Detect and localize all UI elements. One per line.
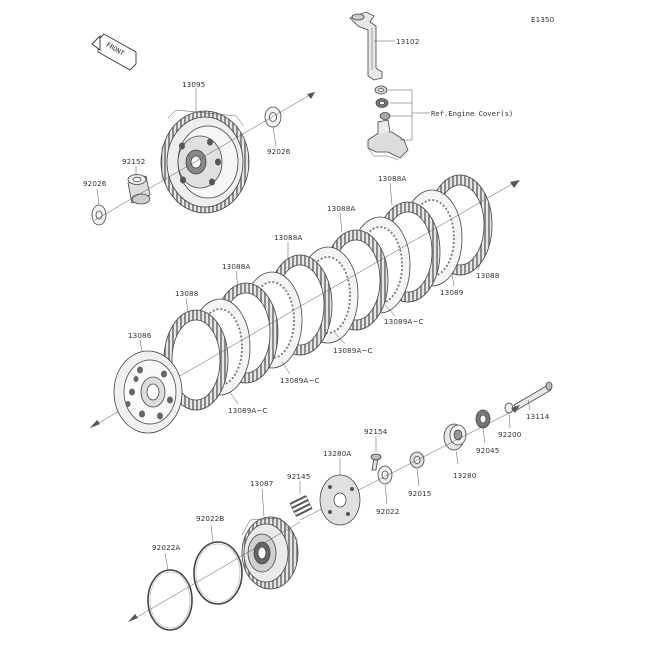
label-13102: 13102: [396, 37, 419, 46]
label-92145: 92145: [287, 472, 310, 481]
clutch-housing-13095: [160, 109, 250, 214]
label-92026-upper: 92026: [267, 147, 291, 156]
label-13089AC-1: 13089A~C: [384, 317, 424, 326]
ref-engine-cover-note: Ref.Engine Cover(s): [431, 109, 513, 118]
label-13095: 13095: [182, 80, 205, 89]
label-13088A-2: 13088A: [274, 233, 302, 242]
front-arrow-icon: FRONT: [91, 33, 137, 71]
label-92022A: 92022A: [152, 543, 180, 552]
release-shaft-13102: [349, 11, 383, 81]
bolt-92154: [370, 453, 382, 471]
label-13088A-4: 13088A: [378, 174, 406, 183]
label-92015: 92015: [408, 489, 431, 498]
label-92200: 92200: [498, 430, 522, 439]
diagram-code: E1350: [531, 15, 555, 24]
label-13088A-1: 13088A: [222, 262, 250, 271]
washer-92026-upper: [264, 106, 282, 128]
release-lever: [367, 119, 409, 161]
pressure-plate-13086: [113, 350, 183, 434]
label-13087: 13087: [250, 479, 273, 488]
sleeve-92152: [127, 174, 151, 205]
bearing-92045: [475, 409, 491, 429]
label-13280A: 13280A: [323, 449, 351, 458]
label-92022: 92022: [376, 507, 399, 516]
o-ring-92022A: [147, 569, 193, 631]
label-13089AC-3: 13089A~C: [280, 376, 320, 385]
pusher-13280: [443, 423, 467, 451]
o-ring-92022B: [193, 541, 243, 605]
label-92154: 92154: [364, 427, 388, 436]
label-13114: 13114: [526, 412, 550, 421]
spring-92145: [289, 495, 313, 517]
label-92022B: 92022B: [196, 514, 224, 523]
label-13280: 13280: [453, 471, 477, 480]
label-13089AC-4: 13089A~C: [228, 406, 268, 415]
label-13088-front: 13088: [175, 289, 199, 298]
washer-92022: [377, 465, 393, 485]
label-92045: 92045: [476, 446, 499, 455]
lifter-plate-13280A: [319, 474, 361, 526]
label-92026-lower: 92026: [83, 179, 107, 188]
label-13088-rear: 13088: [476, 271, 500, 280]
label-13086: 13086: [128, 331, 152, 340]
label-13089: 13089: [440, 288, 464, 297]
label-13088A-3: 13088A: [327, 204, 355, 213]
bearing-set: [374, 85, 391, 120]
plate-stack: [163, 174, 493, 411]
label-92152: 92152: [122, 157, 145, 166]
clutch-hub-13087: [241, 516, 299, 590]
label-13089AC-2: 13089A~C: [333, 346, 373, 355]
